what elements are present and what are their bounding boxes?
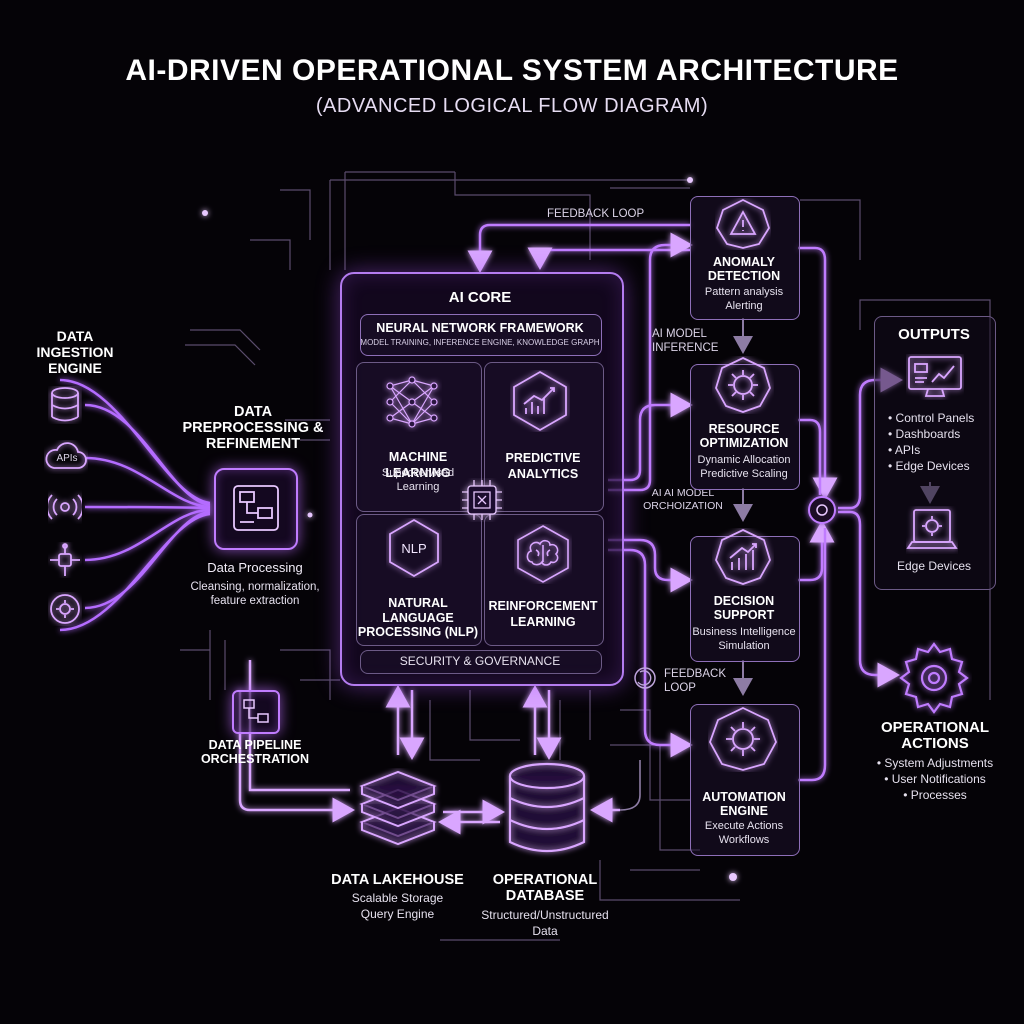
ml-title: MACHINE LEARNING [385, 450, 451, 480]
ingestion-streams [59, 378, 211, 632]
outputs-title: OUTPUTS [898, 326, 970, 343]
database-line-2: Data [532, 924, 558, 938]
ml-desc: Supeccervised Learning [381, 467, 455, 493]
preprocessing-desc: Cleansing, normalization, feature extrac… [190, 581, 320, 607]
lakehouse-line-2: Query Engine [360, 907, 435, 921]
workflow-icon [243, 699, 269, 723]
actions-item-2: • User Notifications [884, 772, 986, 786]
resource-title: RESOURCE OPTIMIZATION [699, 422, 789, 450]
actions-item-3: • Processes [903, 788, 967, 802]
predictive-analytics-icon [513, 370, 567, 432]
preprocessing-title: DATA PREPROCESSING & REFINEMENT [182, 404, 324, 452]
operational-actions-gear-icon [899, 642, 969, 714]
nlp-title: NATURAL LANGUAGE PROCESSING (NLP) [357, 596, 479, 639]
neural-framework-panel[interactable] [360, 314, 602, 356]
ai-core-title: AI CORE [448, 289, 512, 306]
feedback-loop-mid-label: FEEDBACK LOOP [664, 668, 726, 694]
circuit-traces [180, 171, 991, 941]
actions-title: OPERATIONAL ACTIONS [880, 719, 990, 752]
pipeline-title: DATA PIPELINE ORCHESTRATION [200, 738, 310, 766]
diagram-subtitle: (ADVANCED LOGICAL FLOW DIAGRAM) [315, 95, 709, 117]
core-to-modules [608, 232, 693, 758]
nlp-panel[interactable] [356, 514, 482, 646]
outputs-item-3: • APIs [888, 443, 921, 457]
anomaly-line-2: Alerting [725, 300, 763, 312]
cloud-api-icon [45, 442, 87, 469]
brain-icon [517, 525, 569, 583]
diagram-title: AI-DRIVEN OPERATIONAL SYSTEM ARCHITECTUR… [125, 54, 899, 87]
rl-title: REINFORCEMENT LEARNING [488, 599, 598, 629]
resource-line-2: Predictive Scaling [700, 468, 788, 480]
pipeline-process-icon [233, 485, 279, 531]
automation-title: AUTOMATION ENGINE [702, 790, 786, 818]
neural-framework-desc: MODEL TRAINING, INFERENCE ENGINE, KNOWLE… [360, 338, 600, 347]
automation-gear-icon [709, 707, 777, 771]
settings-source-icon [50, 594, 80, 624]
inference-label: AI MODEL INFERENCE [652, 328, 719, 354]
resource-line-1: Dynamic Allocation [697, 454, 791, 466]
outputs-device-label: Edge Devices [896, 559, 972, 573]
data-lakehouse-icon [359, 770, 437, 846]
outputs-item-1: • Control Panels [888, 411, 975, 425]
security-label: SECURITY & GOVERNANCE [399, 654, 561, 668]
rl-panel[interactable] [484, 514, 604, 646]
anomaly-title: ANOMALY DETECTION [707, 255, 781, 283]
resource-optimization-box[interactable] [690, 364, 800, 490]
feedback-loop-top [467, 223, 690, 273]
security-panel[interactable] [360, 650, 602, 674]
decision-line-1: Business Intelligence [692, 626, 796, 638]
apis-icon-label: APIs [56, 453, 78, 464]
database-title: OPERATIONAL DATABASE [492, 872, 598, 904]
database-icon [51, 387, 79, 422]
processor-chip-icon [462, 480, 502, 520]
warning-icon [716, 198, 770, 249]
decision-support-box[interactable] [690, 536, 800, 662]
decision-title: DECISION SUPPORT [713, 594, 775, 622]
ingestion-title: DATA INGESTION ENGINE [36, 328, 114, 376]
iot-device-icon [50, 543, 80, 576]
lakehouse-line-1: Scalable Storage [351, 891, 444, 905]
anomaly-line-1: Pattern analysis [704, 286, 784, 298]
predictive-title: PREDICTIVE ANALYTICS [505, 451, 581, 481]
neural-framework-title: NEURAL NETWORK FRAMEWORK [376, 321, 584, 335]
outputs-panel [874, 316, 996, 590]
preprocessing-label: Data Processing [207, 560, 303, 575]
monitor-dashboard-icon [908, 356, 962, 397]
neural-network-icon [386, 376, 438, 428]
sensor-signal-icon [48, 494, 82, 520]
nlp-icon-text: NLP [401, 541, 427, 556]
decision-line-2: Simulation [718, 640, 770, 652]
pipeline-box[interactable] [232, 690, 280, 734]
gear-optimization-icon [715, 357, 771, 413]
preprocessing-box[interactable] [214, 468, 298, 550]
edge-device-icon [906, 509, 958, 549]
bar-chart-icon [715, 529, 771, 585]
automation-line-2: Workflows [718, 834, 770, 846]
operational-database-icon [508, 762, 586, 852]
predictive-panel[interactable] [484, 362, 604, 512]
outputs-item-4: • Edge Devices [888, 459, 970, 473]
actions-item-1: • System Adjustments [876, 756, 994, 770]
automation-line-1: Execute Actions [704, 820, 784, 832]
database-line-1: Structured/Unstructured [481, 908, 609, 922]
merge-lines [798, 246, 903, 782]
outputs-item-2: • Dashboards [888, 427, 961, 441]
nlp-icon [389, 518, 439, 578]
lakehouse-title: DATA LAKEHOUSE [331, 872, 464, 888]
feedback-loop-top-label: FEEDBACK LOOP [547, 208, 645, 220]
orchestration-label: AI AI MODEL ORCHOIZATION [643, 487, 723, 512]
